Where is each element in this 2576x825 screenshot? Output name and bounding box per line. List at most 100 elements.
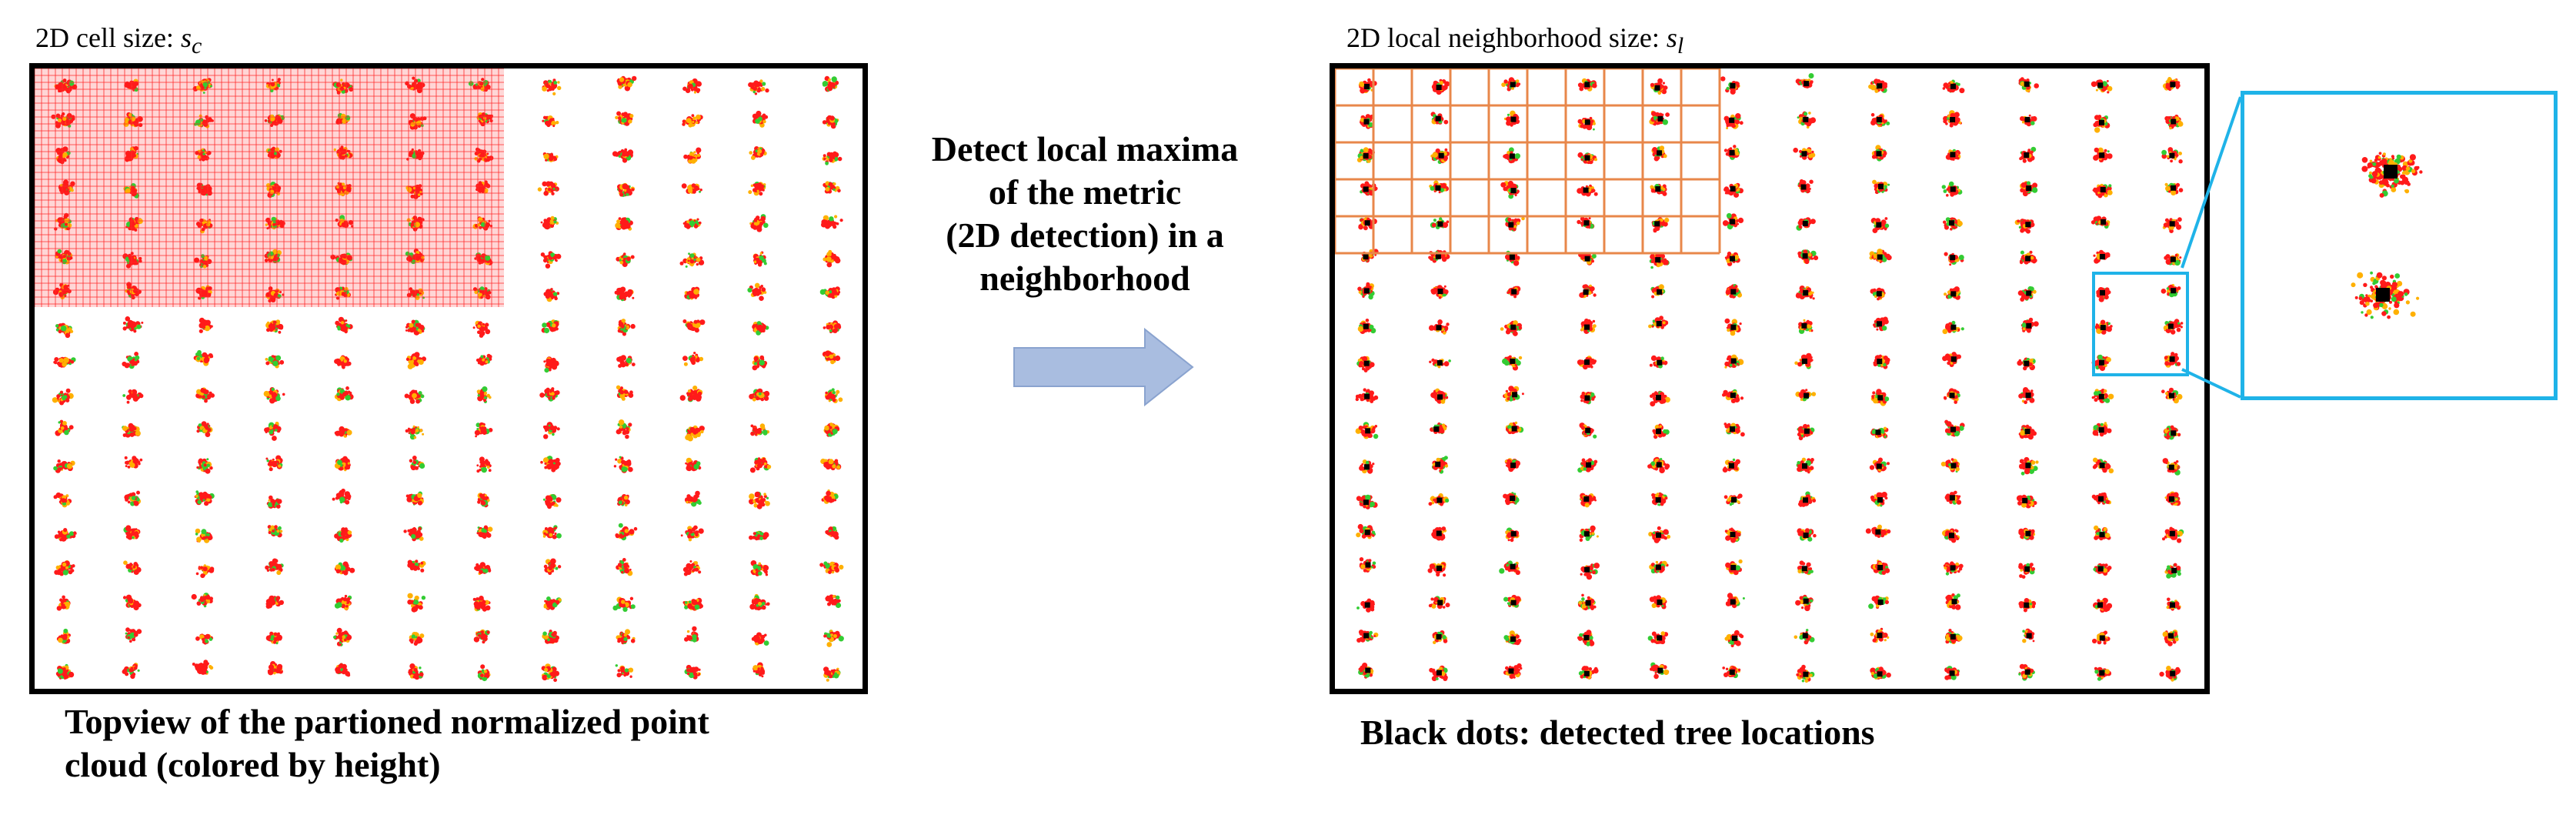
detected-tree-marker [1435, 185, 1441, 191]
right-caption: Black dots: detected tree locations [1360, 713, 1875, 752]
detected-tree-marker [2022, 498, 2028, 503]
detected-tree-marker [1363, 254, 1369, 260]
detected-tree-marker [1730, 392, 1736, 399]
detected-tree-marker [2026, 322, 2032, 329]
detected-tree-marker [2025, 530, 2031, 536]
detected-tree-marker [1510, 116, 1517, 122]
detected-tree-marker [2024, 669, 2030, 675]
detected-tree-marker [2098, 393, 2104, 399]
detected-tree-marker [1657, 667, 1663, 673]
detected-tree-marker [2097, 82, 2104, 89]
detected-tree-marker [1656, 428, 1661, 434]
detected-tree-marker [1584, 324, 1590, 330]
detected-tree-marker [1950, 324, 1957, 330]
detected-tree-marker [1803, 290, 1809, 296]
detected-tree-marker [1656, 532, 1662, 538]
detected-tree-marker [1584, 359, 1590, 366]
left-caption-line2: cloud (colored by height) [65, 745, 441, 785]
detected-tree-marker [1878, 183, 1884, 189]
detected-tree-marker [2170, 82, 2176, 88]
detected-tree-marker [1729, 150, 1735, 155]
detected-tree-marker [2169, 356, 2175, 362]
detected-tree-marker [1365, 428, 1371, 434]
process-line4: neighborhood [979, 259, 1190, 299]
detected-tree-marker [1363, 499, 1369, 506]
detected-tree-marker [2024, 566, 2030, 572]
detected-tree-marker [2169, 530, 2175, 536]
detected-tree-marker [1950, 186, 1956, 192]
detected-tree-marker [1583, 531, 1590, 537]
detected-tree-marker [2100, 325, 2106, 331]
right-arrow-icon [1013, 327, 1194, 407]
detected-tree-marker [2167, 323, 2174, 329]
detected-tree-marker [1364, 393, 1370, 399]
detected-tree-marker [1730, 564, 1737, 570]
detected-tree-marker [2099, 119, 2104, 125]
detected-tree-marker [2100, 289, 2105, 296]
detected-tree-marker [2170, 670, 2176, 676]
detected-tree-marker [2026, 633, 2032, 639]
detected-tree-marker [1437, 221, 1443, 227]
detected-tree-marker [1800, 184, 1807, 190]
detected-tree-marker [1950, 565, 1956, 571]
detected-tree-marker [1730, 599, 1736, 605]
detected-tree-marker [1436, 85, 1442, 91]
detected-tree-marker [2099, 670, 2105, 676]
detected-tree-marker [1365, 562, 1371, 568]
detected-tree-marker [1877, 633, 1883, 639]
cell-size-text: 2D cell size: [35, 22, 181, 53]
detected-tree-marker [2026, 290, 2032, 296]
detected-tree-marker [1583, 670, 1590, 676]
detected-tree-marker [1950, 83, 1956, 89]
detected-trees-topview [1335, 68, 2189, 683]
detected-tree-marker [2168, 633, 2174, 639]
detected-tree-marker [2026, 185, 2032, 192]
partitioned-point-cloud-panel [29, 63, 868, 694]
zoomed-tree-detail [2351, 152, 2423, 319]
detected-tree-marker [2099, 254, 2105, 259]
detected-tree-marker [2099, 532, 2105, 538]
detected-tree-marker [1950, 463, 1957, 469]
detected-tree-marker [2024, 360, 2030, 366]
detected-tree-marker [2024, 152, 2030, 158]
detected-tree-marker [1584, 566, 1590, 573]
detected-tree-marker [1510, 463, 1517, 469]
detected-tree-marker [1511, 289, 1517, 295]
detected-tree-marker [1801, 151, 1807, 157]
detected-tree-marker [1510, 324, 1517, 330]
detected-tree-marker [1950, 117, 1956, 122]
detected-tree-marker [1584, 155, 1590, 161]
detected-tree-marker [1656, 462, 1662, 468]
detected-tree-marker [1949, 533, 1954, 539]
detected-tree-marker [1729, 117, 1735, 123]
detected-tree-marker [1437, 600, 1443, 606]
detected-tree-marker [2100, 187, 2106, 192]
detected-tree-marker [1585, 600, 1591, 606]
detected-tree-marker [1729, 669, 1735, 675]
detected-tree-marker [2099, 152, 2105, 159]
detected-tree-marker [1730, 426, 1735, 432]
detected-tree-marker [1510, 563, 1516, 569]
detected-tree-marker [1584, 395, 1590, 401]
detected-tree-marker [2025, 392, 2031, 399]
detected-tree-marker [1877, 359, 1883, 365]
detected-tree-marker [2170, 256, 2176, 262]
detected-tree-marker [1802, 463, 1807, 469]
detected-tree-marker [1804, 392, 1810, 399]
detected-tree-marker [1802, 633, 1808, 639]
detected-tree-marker [1508, 222, 1514, 228]
point-cloud [51, 75, 844, 683]
detected-tree-marker [1586, 462, 1592, 468]
detected-tree-marker [1435, 461, 1441, 467]
detected-tree-marker [2024, 429, 2030, 434]
point-cloud [1355, 73, 2184, 683]
detected-tree-marker [1512, 392, 1518, 398]
detected-tree-marker [1875, 529, 1881, 535]
detected-tree-marker [1436, 634, 1442, 640]
detected-tree-marker [1876, 117, 1882, 122]
detected-tree-marker [1510, 636, 1516, 642]
detected-tree-marker [2025, 222, 2031, 228]
detected-tree-marker [1730, 289, 1737, 295]
left-caption: Topview of the partioned normalized poin… [65, 700, 709, 787]
detected-tree-marker [1510, 82, 1516, 88]
